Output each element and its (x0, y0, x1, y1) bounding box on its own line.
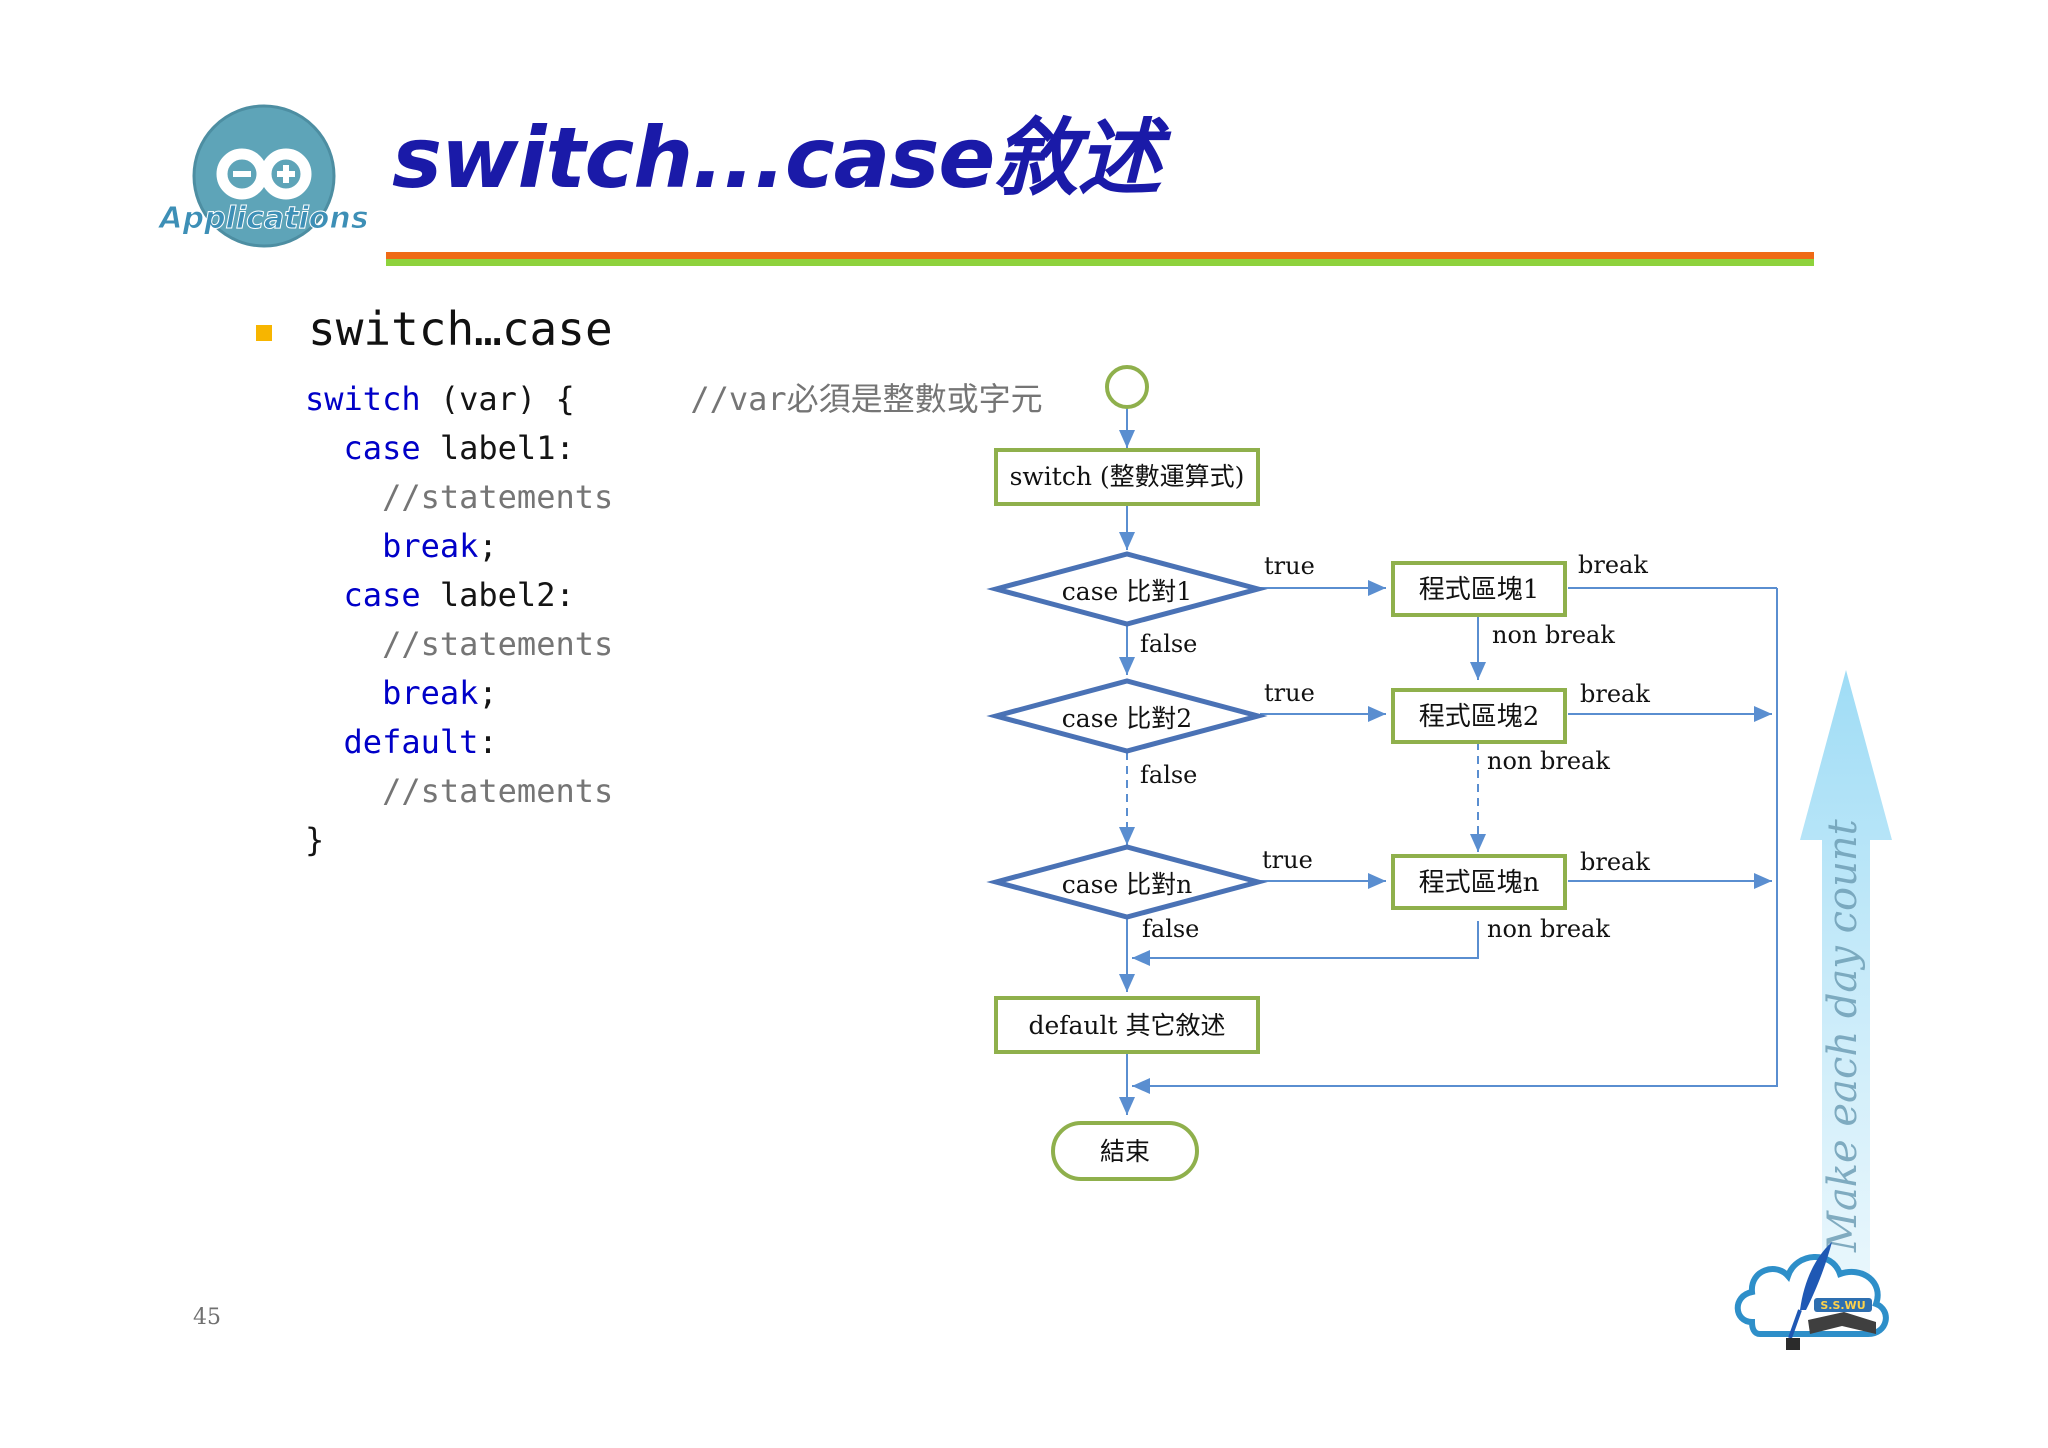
code-line: case label1: (305, 424, 1043, 473)
non-break-label-n: non break (1487, 915, 1610, 943)
break-label-1: break (1578, 551, 1648, 579)
code-line: default: (305, 718, 1043, 767)
decision-2: case 比對2 (986, 678, 1268, 754)
decision-1-label: case 比對1 (1062, 577, 1192, 606)
code-comment: //statements (382, 625, 614, 663)
switch-box-label: switch (整數運算式) (1010, 462, 1245, 491)
break-label-n: break (1580, 848, 1650, 876)
code-line: //statements (305, 767, 1043, 816)
false-label-n: false (1142, 915, 1199, 943)
decision-1: case 比對1 (986, 551, 1268, 627)
code-keyword: switch (305, 380, 421, 418)
code-line: //statements (305, 620, 1043, 669)
code-block-1-label: 程式區塊1 (1419, 575, 1540, 605)
true-label-2: true (1264, 679, 1315, 707)
page-number: 45 (193, 1305, 221, 1330)
default-box (994, 996, 1260, 1054)
decision-2-label: case 比對2 (1062, 704, 1192, 733)
code-block-2: 程式區塊2 (1391, 688, 1567, 744)
side-motto: Make each day count (1820, 818, 1866, 1253)
code-line: switch (var) { //var必須是整數或字元 (305, 375, 1043, 424)
logo-text: Applications (158, 201, 369, 236)
title-rule-orange (386, 252, 1814, 259)
code-keyword: break (382, 527, 479, 565)
start-node (1105, 365, 1149, 409)
code-text: (var) { (420, 380, 575, 418)
end-node (1051, 1121, 1199, 1181)
slide-subtitle: switch…case (308, 302, 613, 356)
slide-title: switch...case敘述 (392, 109, 1161, 207)
decision-n: case 比對n (986, 844, 1268, 920)
code-text: : (478, 723, 498, 761)
false-label-2: false (1140, 761, 1197, 789)
code-block-n: 程式區塊n (1391, 854, 1567, 910)
code-keyword: case (343, 576, 421, 614)
code-block: switch (var) { //var必須是整數或字元 case label1… (305, 375, 1043, 865)
end-node-label: 結束 (1100, 1137, 1150, 1166)
true-label-n: true (1262, 846, 1313, 874)
applications-logo: Applications (158, 104, 369, 248)
code-line: //statements (305, 473, 1043, 522)
code-text: } (305, 821, 325, 859)
code-comment: //var必須是整數或字元 (574, 380, 1043, 418)
infinity-icon (216, 148, 312, 200)
code-text: ; (478, 674, 498, 712)
decorative-up-arrow: Make each day count (1800, 670, 1892, 1280)
code-block-1: 程式區塊1 (1391, 561, 1567, 617)
code-line: break; (305, 669, 1043, 718)
code-keyword: default (343, 723, 479, 761)
code-block-2-label: 程式區塊2 (1419, 702, 1540, 732)
code-comment: //statements (382, 478, 614, 516)
non-break-label-1: non break (1492, 621, 1615, 649)
title-rule-green (386, 259, 1814, 266)
brand-logo-text: S.S.WU (1820, 1299, 1865, 1312)
code-text: label1: (420, 429, 575, 467)
switch-box (994, 448, 1260, 506)
bullet-icon (256, 325, 272, 341)
false-label-1: false (1140, 630, 1197, 658)
code-text: label2: (420, 576, 575, 614)
flow-lines (1119, 408, 1778, 1115)
brand-logo: S.S.WU (1734, 1242, 1889, 1350)
code-block-n-label: 程式區塊n (1419, 868, 1540, 898)
break-label-2: break (1580, 680, 1650, 708)
code-text: ; (478, 527, 498, 565)
default-box-label: default 其它敘述 (1028, 1011, 1225, 1040)
code-keyword: case (343, 429, 421, 467)
code-comment: //statements (382, 772, 614, 810)
code-line: } (305, 816, 1043, 865)
true-label-1: true (1264, 552, 1315, 580)
code-line: break; (305, 522, 1043, 571)
non-break-label-2: non break (1487, 747, 1610, 775)
code-line: case label2: (305, 571, 1043, 620)
book-icon (1808, 1312, 1876, 1334)
feather-quill-icon (1800, 1242, 1832, 1310)
code-keyword: break (382, 674, 479, 712)
decision-n-label: case 比對n (1062, 870, 1193, 899)
